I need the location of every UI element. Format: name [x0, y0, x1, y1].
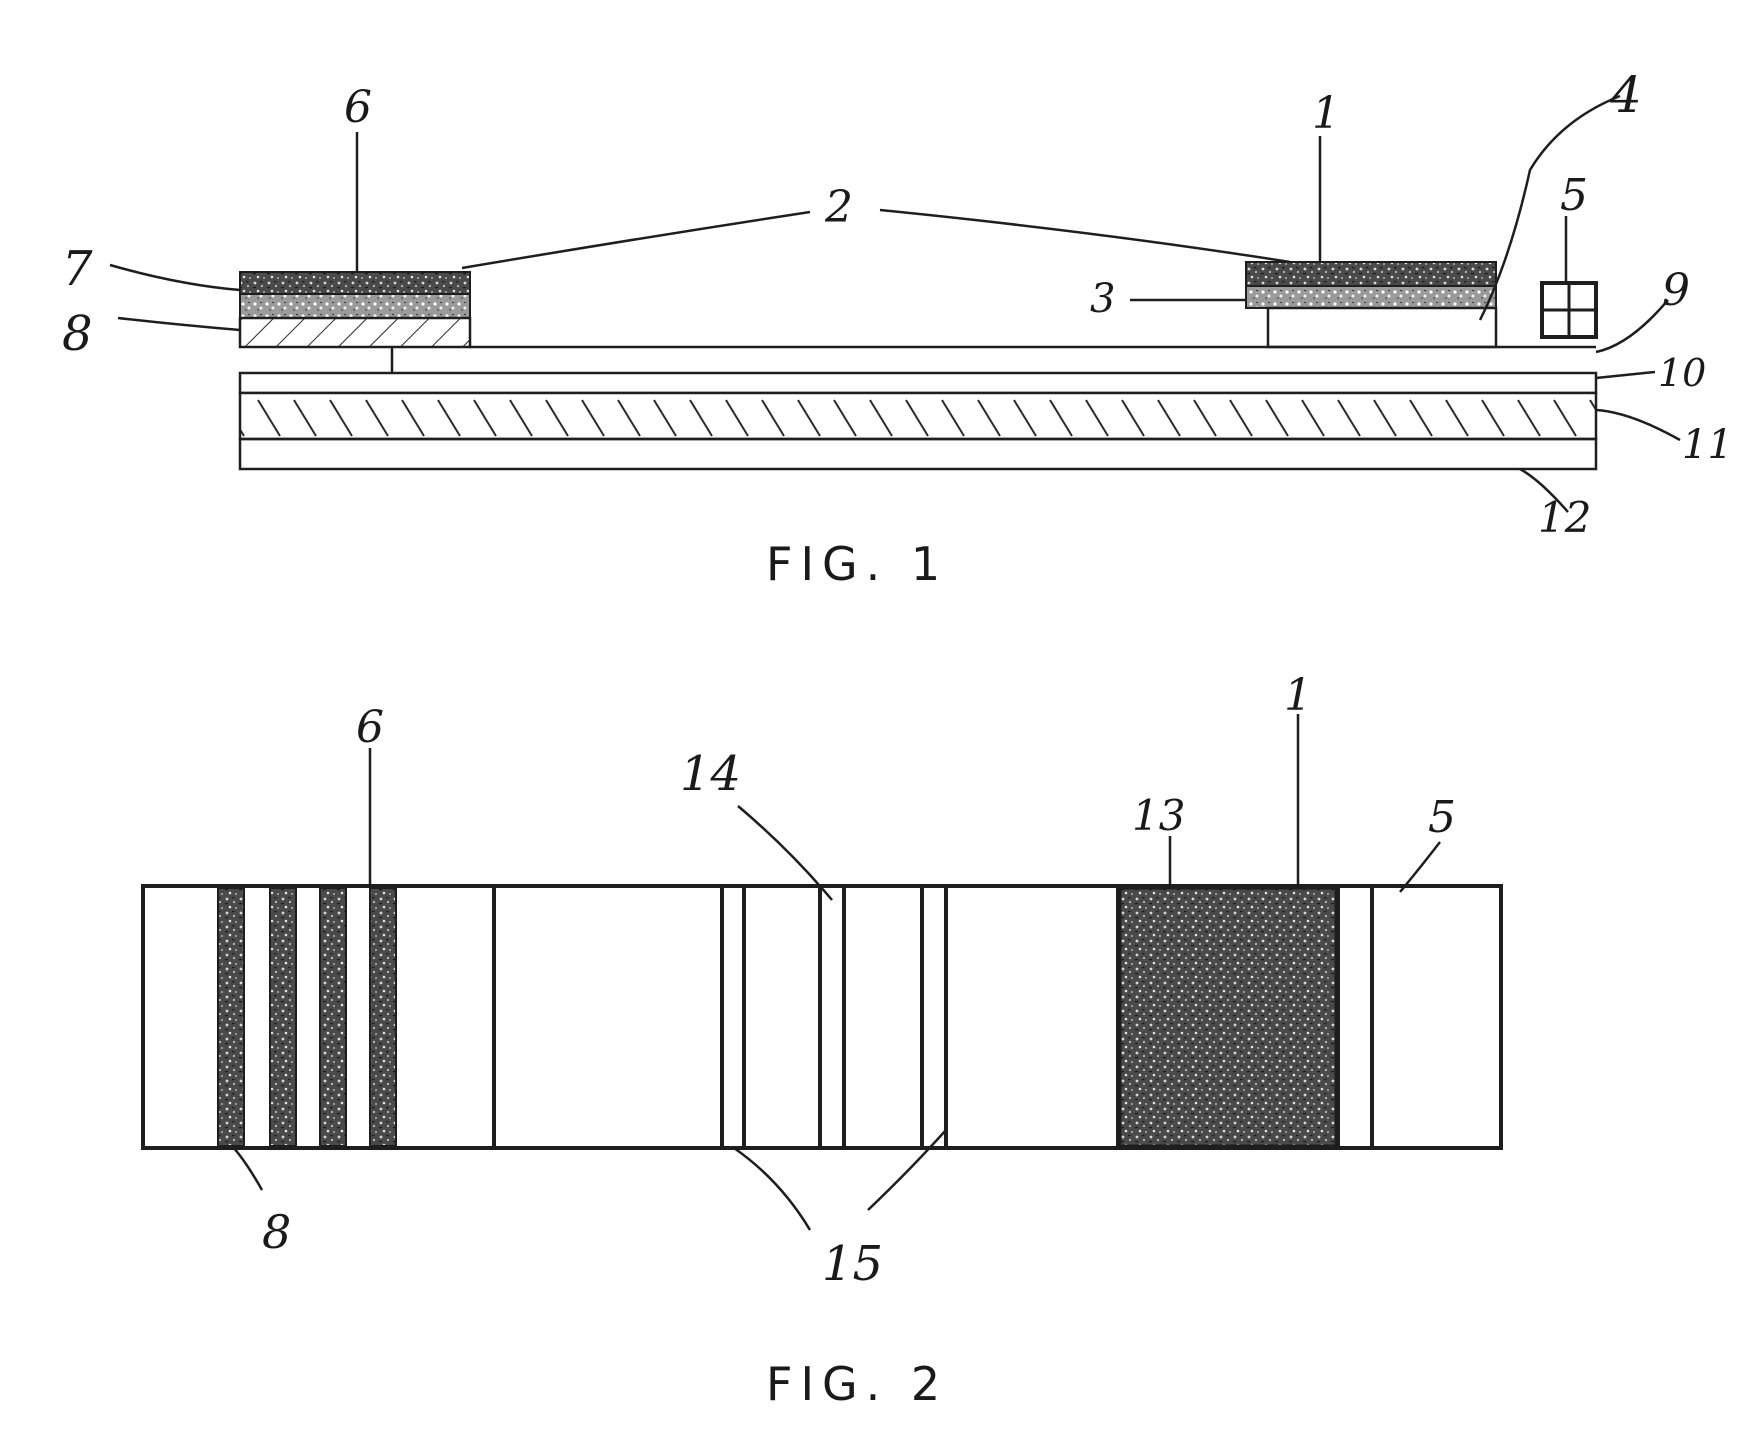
- fig1-label-5: 5: [1560, 170, 1588, 221]
- fig2-label-5: 5: [1428, 792, 1456, 843]
- fig2-label-13: 13: [1132, 791, 1185, 840]
- fig2-label-8: 8: [262, 1205, 291, 1259]
- pad-6-top-speckle: [240, 272, 470, 294]
- fig1-label-7: 7: [62, 241, 93, 297]
- fig1-label-2: 2: [824, 182, 853, 233]
- pad-7-middle-speckle: [240, 294, 470, 318]
- leader-10: [1596, 372, 1655, 378]
- leader-4: [1480, 96, 1620, 320]
- fig1-label-8: 8: [62, 306, 93, 362]
- leader-11: [1596, 410, 1680, 440]
- figure-1: 6 7 8 2 1 3 4 5 9 10 11 12 FIG. 1: [62, 66, 1733, 591]
- leader-2-left: [462, 212, 810, 268]
- leader-8: [118, 318, 240, 330]
- f2-leader-15-right: [868, 1130, 946, 1210]
- fig2-caption: FIG. 2: [766, 1357, 948, 1411]
- figure-2: 6 8 14 15 13 1 5 FIG. 2: [143, 670, 1501, 1411]
- fig2-label-14: 14: [680, 746, 741, 802]
- pad-3-light-speckle: [1246, 286, 1496, 308]
- fig1-label-4: 4: [1609, 66, 1642, 124]
- pad-8-hatched: [240, 318, 470, 347]
- f2-leader-8: [232, 1146, 262, 1190]
- fig2-label-15: 15: [822, 1236, 883, 1292]
- fig1-label-9: 9: [1662, 265, 1690, 316]
- fig1-label-12: 12: [1538, 493, 1591, 542]
- pad-4-base: [1268, 308, 1496, 347]
- layer-11-hatched-adhesive: [240, 393, 1596, 439]
- test-line-1: [218, 888, 244, 1146]
- fig1-label-3: 3: [1090, 276, 1115, 322]
- test-line-3: [320, 888, 346, 1146]
- layer-12-backing: [240, 439, 1596, 469]
- layer-10-top-film: [240, 373, 1596, 393]
- pad-1-top-speckle: [1246, 262, 1496, 286]
- fig2-label-1: 1: [1284, 670, 1312, 721]
- test-line-2: [270, 888, 296, 1146]
- leader-2-right: [880, 210, 1290, 262]
- leader-7: [110, 265, 240, 290]
- leader-9: [1596, 300, 1668, 352]
- fig1-label-11: 11: [1682, 422, 1733, 468]
- f2-leader-15-left: [734, 1148, 810, 1230]
- fig2-label-6: 6: [356, 702, 384, 753]
- sample-pad-13: [1120, 888, 1336, 1146]
- fig1-caption: FIG. 1: [766, 537, 948, 591]
- fig1-label-1: 1: [1312, 88, 1340, 139]
- test-line-4: [370, 888, 396, 1146]
- fig1-label-10: 10: [1658, 351, 1706, 395]
- fig1-label-6: 6: [344, 82, 372, 133]
